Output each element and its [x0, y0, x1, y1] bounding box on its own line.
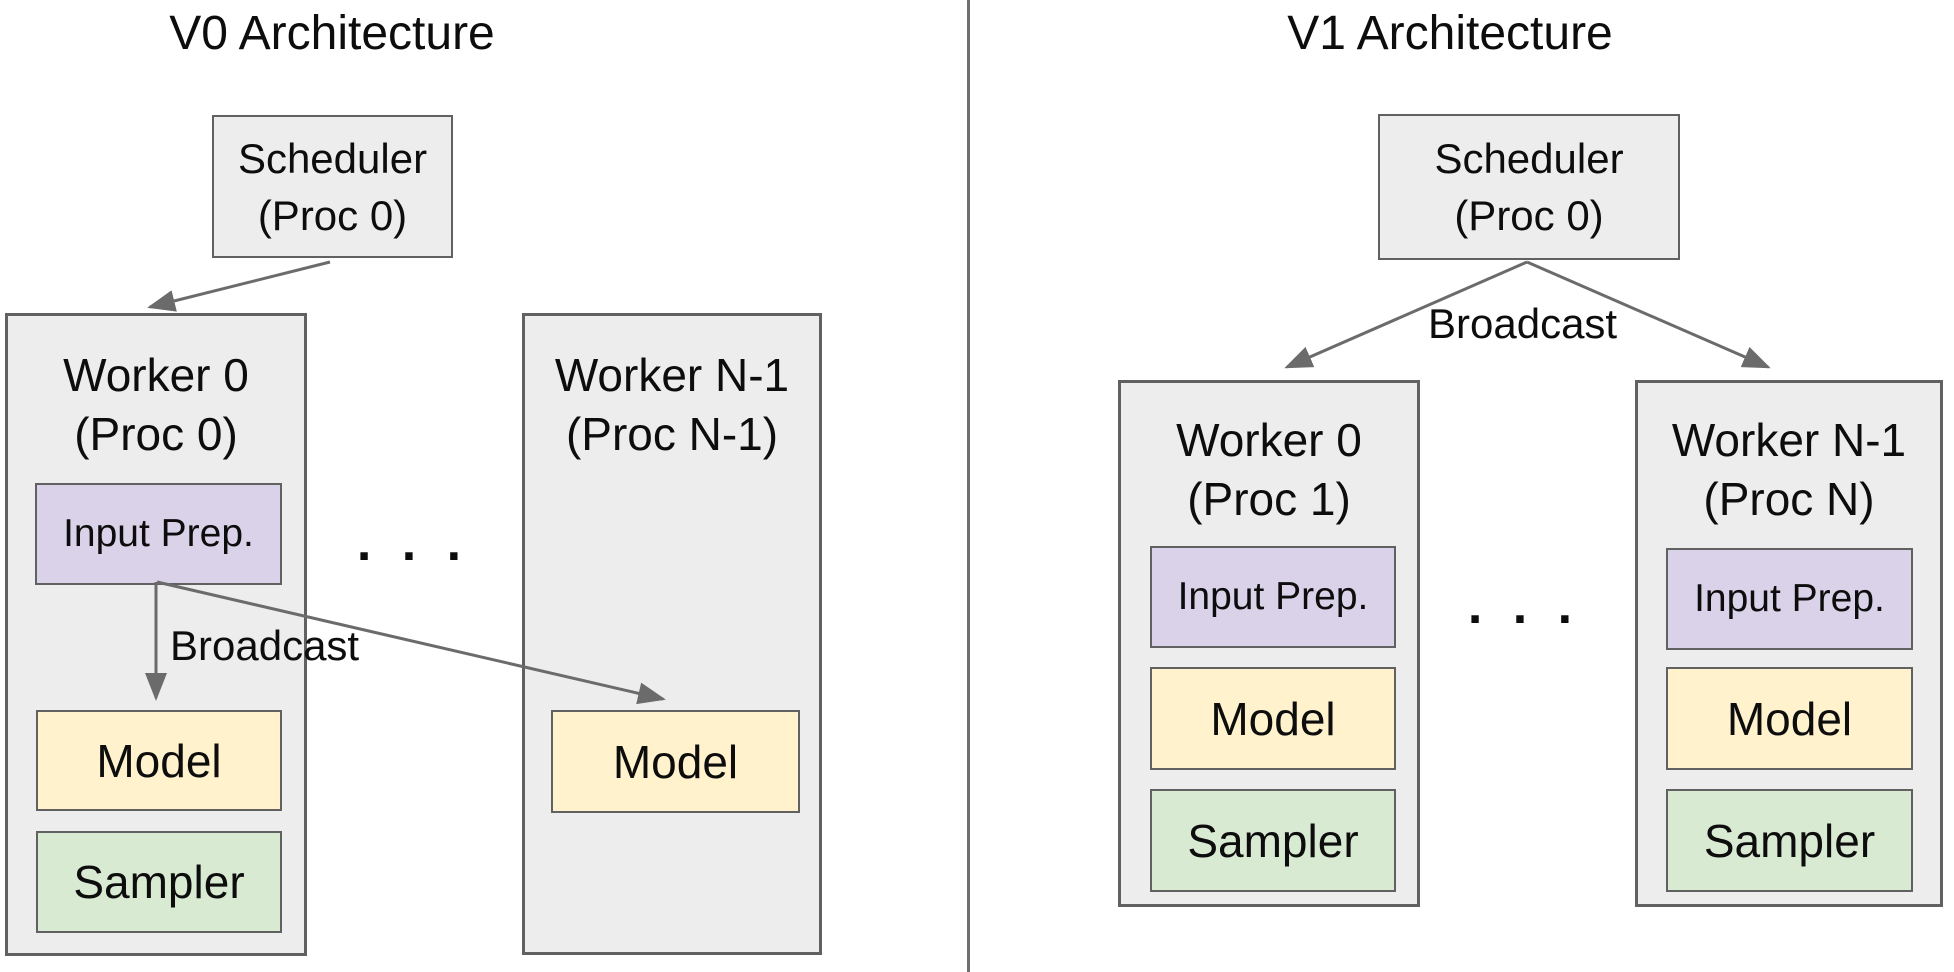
v1-worker0-model-label: Model: [1210, 692, 1336, 745]
v1-worker0-input-prep-label: Input Prep.: [1177, 575, 1369, 618]
v0-arrow-scheduler-to-worker0: [147, 260, 331, 312]
v0-worker0-model-label: Model: [96, 734, 222, 787]
v1-scheduler-proc: (Proc 0): [1454, 192, 1604, 239]
v1-workerN-heading: Worker N-1 (Proc N): [1638, 411, 1940, 529]
v1-workerN-sampler-box: Sampler: [1666, 789, 1913, 892]
v1-worker0-name: Worker 0: [1176, 414, 1362, 466]
v1-workerN-model-label: Model: [1726, 692, 1853, 745]
v1-worker0-model-box: Model: [1150, 667, 1396, 770]
v1-worker0-input-prep-box: Input Prep.: [1150, 546, 1396, 648]
v1-worker0-sampler-box: Sampler: [1150, 789, 1396, 892]
v1-worker0-heading: Worker 0 (Proc 1): [1121, 411, 1417, 529]
v0-scheduler-proc: (Proc 0): [257, 191, 408, 239]
v1-worker0-proc: (Proc 1): [1187, 473, 1351, 525]
v1-ellipsis-dots: . . .: [1467, 577, 1581, 635]
v0-workerN-name: Worker N-1: [554, 349, 790, 401]
v0-workerN-proc: (Proc N-1): [565, 408, 779, 460]
v0-worker0-input-prep-box: Input Prep.: [35, 483, 282, 585]
v1-worker0-box: Worker 0 (Proc 1) Input Prep. Model Samp…: [1118, 380, 1420, 907]
v0-worker0-heading: Worker 0 (Proc 0): [8, 346, 304, 464]
v0-worker0-input-prep-label: Input Prep.: [63, 512, 254, 555]
panel-divider: [967, 0, 970, 972]
v0-workerN-model-box: Model: [551, 710, 800, 813]
v1-workerN-sampler-label: Sampler: [1703, 814, 1876, 867]
v0-scheduler-box: Scheduler (Proc 0): [212, 115, 453, 258]
v1-workerN-box: Worker N-1 (Proc N) Input Prep. Model Sa…: [1635, 380, 1943, 907]
v0-broadcast-label: Broadcast: [170, 622, 360, 669]
v0-worker0-sampler-label: Sampler: [73, 856, 245, 908]
v0-workerN-box: Worker N-1 (Proc N-1) Model: [522, 313, 822, 955]
v1-workerN-model-box: Model: [1666, 667, 1913, 770]
v1-panel-title: V1 Architecture: [1287, 7, 1613, 60]
v1-workerN-input-prep-box: Input Prep.: [1666, 548, 1913, 650]
v0-worker0-model-box: Model: [36, 710, 282, 811]
v0-worker0-proc: (Proc 0): [74, 408, 238, 460]
v1-scheduler-box: Scheduler (Proc 0): [1378, 114, 1680, 260]
v1-worker0-sampler-label: Sampler: [1187, 814, 1359, 867]
v1-workerN-proc: (Proc N): [1703, 473, 1875, 525]
v1-workerN-name: Worker N-1: [1671, 414, 1907, 466]
v0-scheduler-label: Scheduler: [237, 134, 428, 182]
v0-panel-title: V0 Architecture: [169, 7, 495, 60]
v0-workerN-heading: Worker N-1 (Proc N-1): [525, 346, 819, 464]
v1-scheduler-label: Scheduler: [1434, 135, 1624, 182]
v1-workerN-input-prep-label: Input Prep.: [1694, 577, 1885, 620]
v0-worker0-sampler-box: Sampler: [36, 831, 282, 933]
v1-broadcast-label: Broadcast: [1428, 300, 1618, 347]
v0-ellipsis-dots: . . .: [356, 514, 470, 572]
v0-workerN-model-label: Model: [612, 735, 739, 788]
v0-worker0-name: Worker 0: [63, 349, 249, 401]
